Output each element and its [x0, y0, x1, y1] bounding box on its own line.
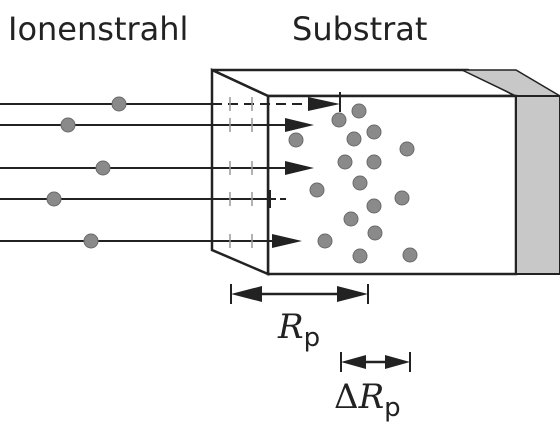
- arrowhead-right: [337, 286, 368, 302]
- ion-particle: [366, 154, 382, 170]
- ion-particle: [331, 112, 347, 128]
- substrate-front-face: [210, 68, 270, 276]
- ion-particle: [402, 247, 418, 263]
- ion-particle: [83, 233, 99, 249]
- ion-tracks: [0, 92, 341, 248]
- ion-particle: [337, 154, 353, 170]
- ion-particle: [366, 198, 382, 214]
- ion-track-2: [0, 118, 314, 132]
- ion-beam-label: Ionenstrahl: [8, 10, 188, 48]
- substrate-right-face: [515, 95, 560, 275]
- substrate-body: [266, 94, 518, 276]
- substrate-block: [210, 68, 560, 276]
- arrowhead-left: [341, 355, 366, 369]
- projected-range-label: Rp: [277, 307, 320, 353]
- ion-particle: [343, 211, 359, 227]
- projected-range-dimension: [230, 284, 369, 304]
- incoming-ions: [46, 96, 127, 249]
- arrowhead-left: [231, 286, 262, 302]
- substrate-top-shaded: [461, 69, 560, 97]
- ion-particle: [351, 103, 367, 119]
- arrowhead: [272, 234, 302, 248]
- ion-particle: [366, 124, 382, 140]
- ion-particle: [399, 141, 415, 157]
- ion-particle: [111, 96, 127, 112]
- arrowhead: [285, 161, 314, 175]
- ion-particle: [95, 160, 111, 176]
- ion-particle: [346, 131, 362, 147]
- substrate-label: Substrat: [292, 10, 427, 48]
- ion-particle: [352, 248, 368, 264]
- ion-track-1: [0, 92, 341, 112]
- ion-particle: [367, 225, 383, 241]
- ion-particle: [309, 182, 325, 198]
- arrowhead: [308, 97, 340, 111]
- ion-particle: [46, 191, 62, 207]
- ion-particle: [317, 233, 333, 249]
- ion-particle: [394, 190, 410, 206]
- ion-particle: [288, 132, 304, 148]
- arrowhead: [285, 118, 314, 132]
- range-straggle-label: ΔRp: [334, 377, 401, 423]
- implanted-ions: [288, 103, 418, 264]
- ion-track-4: [0, 190, 288, 208]
- ion-track-5: [0, 234, 302, 248]
- ion-particle: [60, 117, 76, 133]
- range-straggle-dimension: [340, 352, 411, 372]
- ion-track-3: [0, 161, 314, 175]
- arrowhead-right: [385, 355, 410, 369]
- ion-particle: [352, 175, 368, 191]
